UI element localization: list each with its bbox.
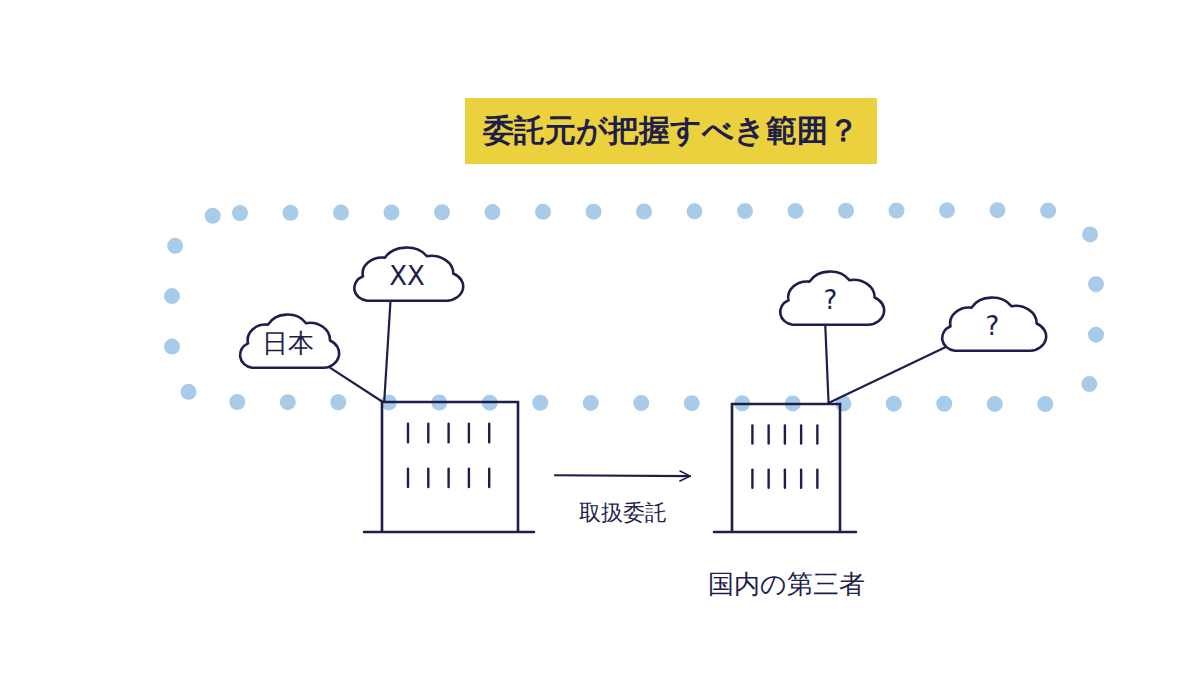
cloud-node: XX: [352, 236, 462, 308]
cloud-label: ?: [778, 285, 883, 315]
party-label: 国内の第三者: [708, 567, 865, 602]
network-link: [825, 325, 828, 403]
network-link: [829, 347, 946, 403]
flow-arrow: [555, 474, 690, 477]
network-link: [384, 301, 390, 402]
cloud-node: ?: [778, 260, 883, 332]
cloud-node: ?: [940, 286, 1045, 358]
building-outline: [730, 402, 842, 532]
building-windows: [752, 425, 817, 487]
network-link: [328, 366, 383, 402]
building-node: 国内の第三者: [730, 402, 842, 532]
cloud-node: 日本: [238, 303, 338, 375]
building-windows: [408, 424, 489, 487]
cloud-label: XX: [352, 261, 462, 291]
edge-label: 取扱委託: [575, 498, 671, 528]
dotted-scope-outline: [172, 210, 1096, 404]
building-shape: [714, 404, 856, 532]
cloud-label: 日本: [238, 326, 338, 361]
cloud-label: ?: [940, 311, 1045, 341]
title-highlight: 委託元が把握すべき範囲？: [465, 98, 877, 164]
building-outline: [380, 400, 520, 532]
building-node: [380, 400, 520, 532]
building-shape: [364, 402, 534, 532]
